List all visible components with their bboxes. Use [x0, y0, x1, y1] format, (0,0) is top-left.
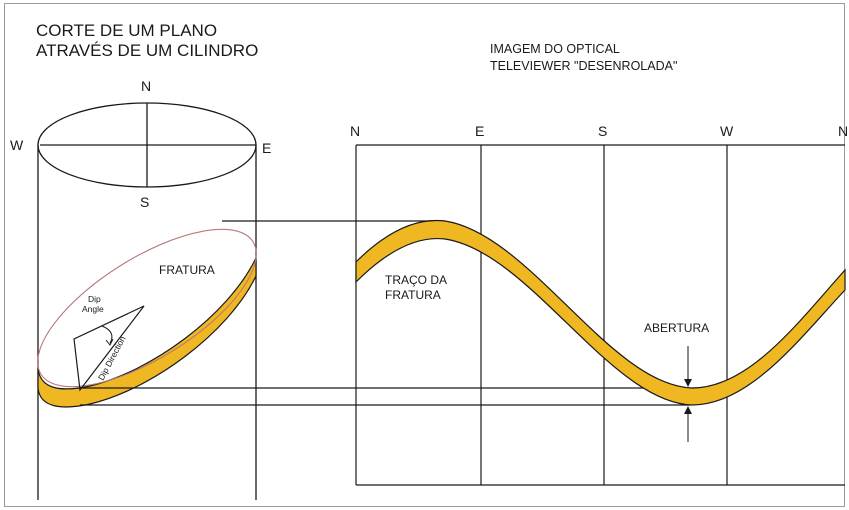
- trace-label-line1: TRAÇO DA: [385, 273, 447, 287]
- cylinder-fracture-band: [37, 257, 257, 408]
- right-title-line2: TELEVIEWER "DESENROLADA": [490, 59, 677, 73]
- aperture-arrow-up-icon: [684, 406, 692, 414]
- right-title-line1: IMAGEM DO OPTICAL: [490, 42, 620, 56]
- left-title-line2: ATRAVÉS DE UM CILINDRO: [36, 41, 258, 60]
- unrolled-image: N E S W N TRAÇO DA FRATURA ABERTURA: [350, 123, 848, 486]
- dip-angle-label-line1: Dip: [88, 294, 101, 304]
- aperture-label: ABERTURA: [644, 321, 709, 335]
- cylinder-south-label: S: [140, 194, 149, 210]
- cylinder: N S W E FRATURA Dip Angle Dip Direction: [10, 78, 271, 500]
- fracture-trace-band: [355, 219, 846, 406]
- azimuth-label: N: [350, 123, 360, 139]
- dip-angle-arc: [101, 325, 113, 344]
- azimuth-label: N: [838, 123, 848, 139]
- dip-angle-arrow-icon: [105, 338, 114, 346]
- azimuth-label: S: [598, 123, 607, 139]
- dip-triangle: [73, 305, 145, 392]
- fracture-plane-ellipse: [37, 228, 257, 388]
- aperture-arrow-down-icon: [684, 379, 692, 387]
- fracture-label: FRATURA: [159, 263, 215, 277]
- azimuth-label: W: [720, 123, 734, 139]
- figure-border: [4, 3, 845, 507]
- left-title-line1: CORTE DE UM PLANO: [36, 21, 217, 40]
- cylinder-east-label: E: [262, 140, 271, 156]
- cylinder-north-label: N: [141, 78, 151, 94]
- cylinder-west-label: W: [10, 137, 24, 153]
- trace-label-line2: FRATURA: [385, 288, 441, 302]
- dip-angle-label-line2: Angle: [82, 304, 104, 314]
- azimuth-label: E: [475, 123, 484, 139]
